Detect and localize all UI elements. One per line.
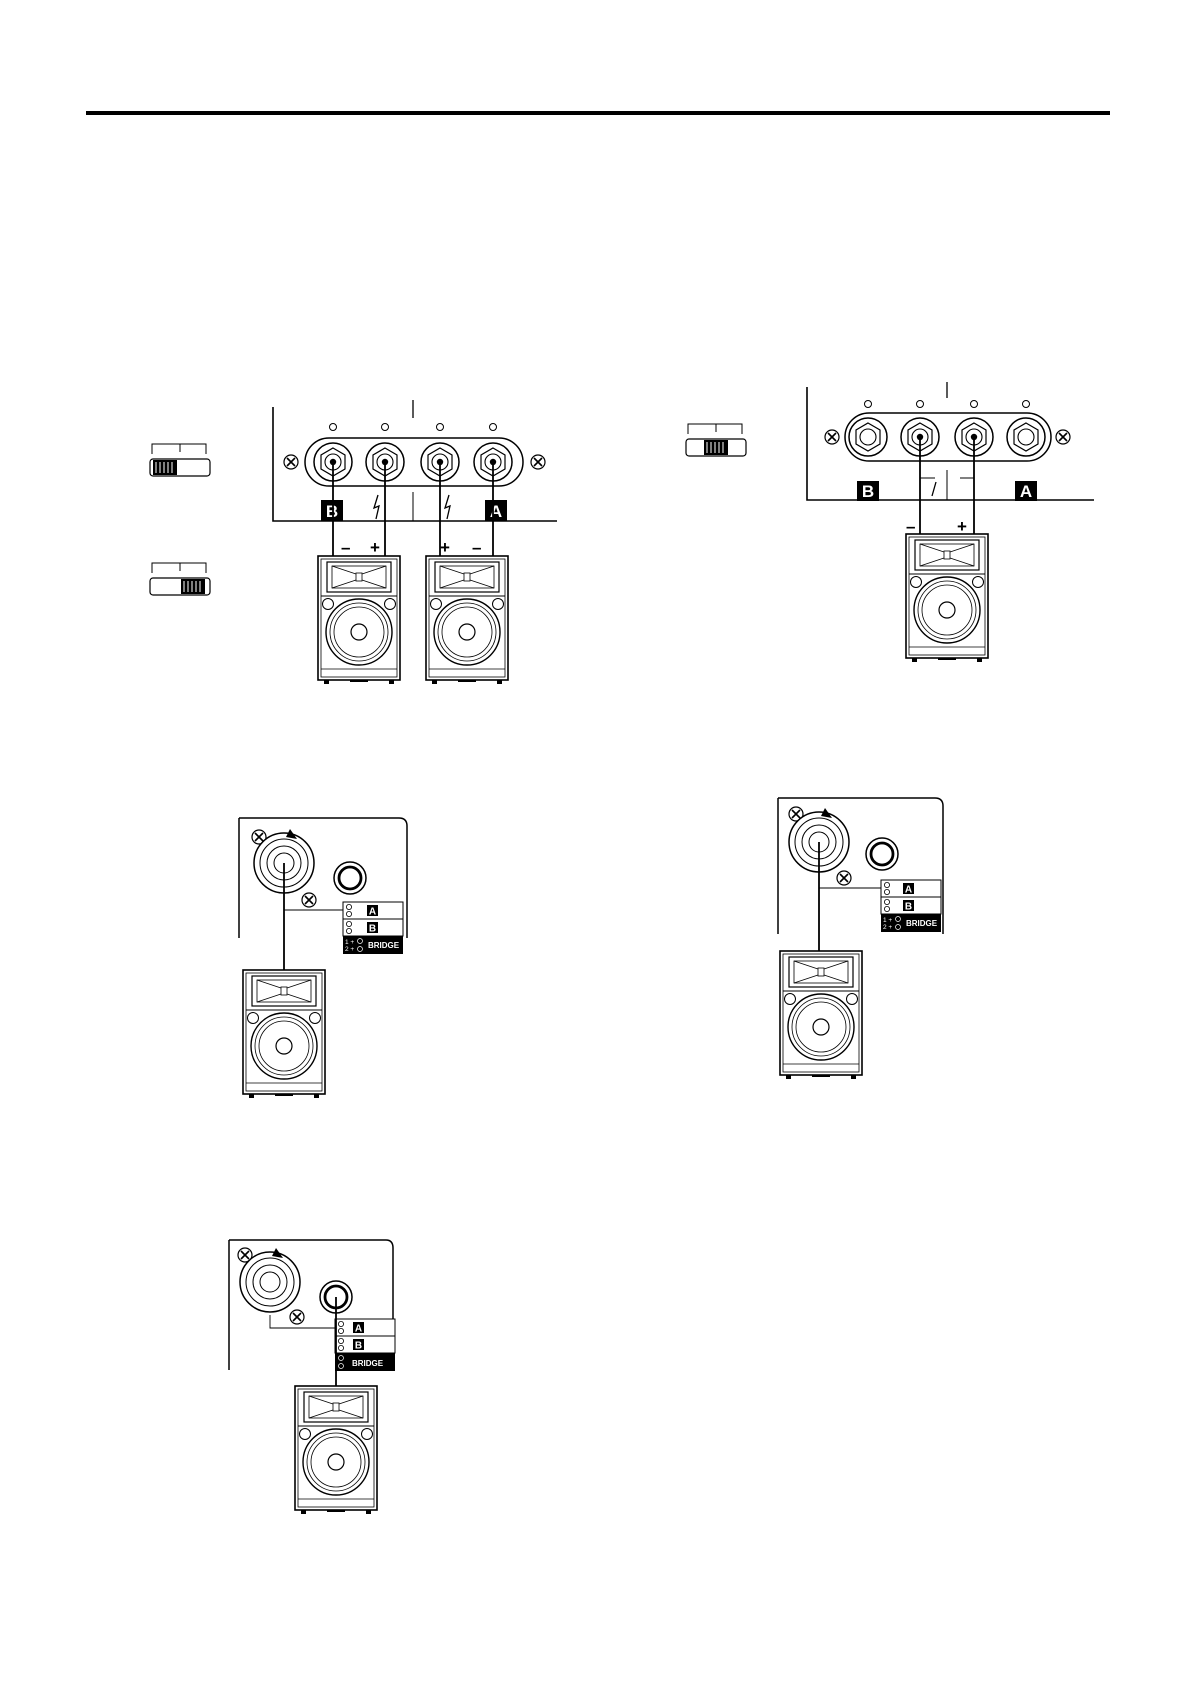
figure-speakon-left: A B 1 + 2 + BRIDGE <box>238 817 408 1099</box>
figure-binding-posts-two-speakers: B A – + + – <box>149 400 557 685</box>
minus-label: – <box>472 538 481 557</box>
bridge-ch1-label: 1 + <box>345 939 354 946</box>
rear-panel-outline <box>777 797 944 934</box>
figure-speakon-right: A B 1 + 2 + BRIDGE <box>777 797 944 1080</box>
speaker-icon <box>905 533 989 663</box>
rear-panel-outline <box>806 387 1094 501</box>
minus-label: – <box>906 517 915 536</box>
channel-b-label: B <box>326 502 338 521</box>
speaker-icon <box>294 1385 378 1515</box>
bridge-ch2-label: 2 + <box>883 924 892 931</box>
rear-panel-outline <box>272 407 557 522</box>
mode-switch-knob <box>152 459 178 476</box>
figure-phone-jack: A B BRIDGE <box>228 1239 396 1515</box>
minus-label: – <box>341 538 350 557</box>
bridge-ch2-label: 2 + <box>345 946 354 953</box>
binding-post-icon <box>1006 417 1046 457</box>
screw-icon <box>301 892 317 908</box>
plus-label: + <box>370 538 380 557</box>
indicator-b-label: B <box>905 902 912 913</box>
indicator-b-label: B <box>369 924 376 935</box>
channel-a-label: A <box>490 502 502 521</box>
plus-label: + <box>440 538 450 557</box>
channel-b-badge <box>857 481 879 501</box>
mode-switch-knob <box>180 578 206 595</box>
binding-post-plate <box>844 412 1052 462</box>
bridge-label: BRIDGE <box>906 919 938 928</box>
rear-panel-outline <box>238 817 408 938</box>
indicator-a-label: A <box>369 907 376 918</box>
speaker-icon <box>317 555 401 685</box>
mode-indicator-panel: A B 1 + 2 + BRIDGE <box>342 901 404 954</box>
screw-icon <box>1055 429 1071 445</box>
mode-indicator-panel: A B BRIDGE <box>334 1318 396 1371</box>
mode-switch-knob <box>703 439 729 456</box>
indicator-a-label: A <box>905 885 912 896</box>
screw-icon <box>824 429 840 445</box>
bridge-label: BRIDGE <box>352 1359 384 1368</box>
rear-panel-outline <box>228 1239 394 1370</box>
channel-a-badge <box>485 500 507 521</box>
speaker-icon <box>242 969 326 1099</box>
indicator-b-label: B <box>355 1341 362 1352</box>
phone-jack-icon <box>332 860 368 896</box>
figure-binding-posts-bridge: B A – + <box>685 382 1094 663</box>
channel-a-label: A <box>1020 482 1032 501</box>
channel-b-badge <box>321 500 343 521</box>
binding-post-plate <box>304 437 524 487</box>
bridge-ch1-label: 1 + <box>883 917 892 924</box>
bridge-label: BRIDGE <box>368 941 400 950</box>
channel-a-badge <box>1015 481 1037 501</box>
header-rule <box>86 111 1110 115</box>
indicator-a-label: A <box>355 1324 362 1335</box>
speaker-icon <box>779 950 863 1080</box>
channel-b-label: B <box>862 482 874 501</box>
screw-icon <box>289 1309 305 1325</box>
screw-icon <box>283 454 299 470</box>
screw-icon <box>530 454 546 470</box>
phone-jack-icon <box>864 836 900 872</box>
speaker-icon <box>425 555 509 685</box>
binding-post-icon <box>848 417 888 457</box>
mode-indicator-panel: A B 1 + 2 + BRIDGE <box>880 879 942 932</box>
plus-label: + <box>957 517 967 536</box>
screw-icon <box>836 870 852 886</box>
